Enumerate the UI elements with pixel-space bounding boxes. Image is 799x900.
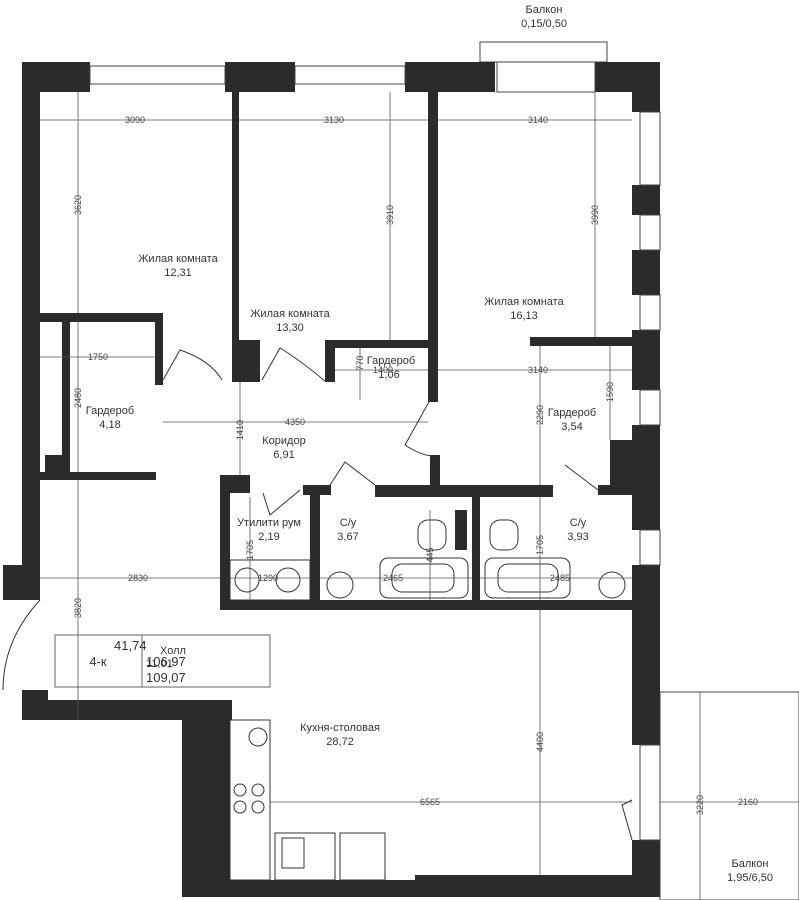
- room-name: Жилая комната: [250, 308, 330, 320]
- room-area: 28,72: [326, 736, 354, 748]
- dim-label: 3130: [324, 115, 344, 125]
- dim-label: 1705: [535, 535, 545, 555]
- dim-label: 3990: [590, 205, 600, 225]
- dim-label: 3090: [125, 115, 145, 125]
- total-area: 106,97: [146, 654, 186, 669]
- dim-label: 3620: [73, 195, 83, 215]
- dim-label: 2830: [128, 573, 148, 583]
- room-area: 0,15/0,50: [521, 18, 567, 30]
- room-name: Кухня-столовая: [300, 722, 380, 734]
- room-name: Жилая комната: [138, 253, 218, 265]
- dim-label: 2465: [383, 573, 403, 583]
- balcony-right: [659, 691, 799, 900]
- dim-label: 2290: [535, 405, 545, 425]
- dim-label: 1400: [373, 365, 393, 375]
- dim-label: 2480: [73, 388, 83, 408]
- doors: [2, 347, 633, 841]
- room-name: С/у: [340, 517, 357, 529]
- balcony-top: [479, 41, 608, 63]
- room-name: Жилая комната: [484, 296, 564, 308]
- room-name: Гардероб: [548, 407, 596, 419]
- dim-label: 3910: [385, 205, 395, 225]
- dim-label: 445: [425, 547, 435, 562]
- room-name: С/у: [570, 517, 587, 529]
- room-name: Холл: [160, 645, 186, 657]
- dimension-lines: [40, 92, 799, 900]
- living-area: 41,74: [114, 638, 147, 653]
- dim-label: 1705: [245, 540, 255, 560]
- dimension-labels: 3090 3130 3140 3620 3910 3990 1750 2480 …: [73, 115, 758, 815]
- dim-label: 3140: [528, 365, 548, 375]
- total-area-with-balcony: 109,07: [146, 670, 186, 685]
- walls: [3, 62, 660, 897]
- dim-label: 3220: [695, 795, 705, 815]
- room-area: 1,06: [378, 369, 399, 381]
- room-labels: Жилая комната 12,31 Жилая комната 13,30 …: [86, 4, 773, 884]
- dim-label: 3820: [73, 598, 83, 618]
- dim-label: 2485: [550, 573, 570, 583]
- room-area: 16,13: [510, 310, 538, 322]
- dim-label: 1410: [235, 420, 245, 440]
- dim-label: 6565: [420, 797, 440, 807]
- apartment-type: 4-к: [89, 654, 107, 669]
- dim-label: 4350: [285, 417, 305, 427]
- room-area: 3,67: [337, 531, 358, 543]
- room-name: Балкон: [732, 858, 769, 870]
- dim-label: 1590: [605, 382, 615, 402]
- room-area: 3,93: [567, 531, 588, 543]
- summary-box: 4-к 41,74 106,97 109,07: [89, 638, 185, 685]
- dim-label: 2160: [738, 797, 758, 807]
- room-area: 11,01: [146, 658, 173, 670]
- room-area: 4,18: [99, 419, 120, 431]
- room-area: 1,95/6,50: [727, 872, 773, 884]
- windows: [89, 61, 661, 841]
- dim-label: 770: [355, 355, 365, 370]
- dim-label: 1750: [88, 352, 108, 362]
- dim-label: 3140: [528, 115, 548, 125]
- room-name: Утилити рум: [237, 517, 301, 529]
- room-name: Гардероб: [367, 355, 415, 367]
- room-area: 3,54: [561, 421, 582, 433]
- dim-label: 1290: [258, 573, 278, 583]
- room-area: 12,31: [164, 267, 192, 279]
- room-area: 6,91: [273, 449, 294, 461]
- room-name: Гардероб: [86, 405, 134, 417]
- room-name: Коридор: [262, 435, 305, 447]
- dim-label: 4400: [535, 732, 545, 752]
- room-name: Балкон: [526, 4, 563, 16]
- room-area: 13,30: [276, 322, 304, 334]
- room-area: 2,19: [258, 531, 279, 543]
